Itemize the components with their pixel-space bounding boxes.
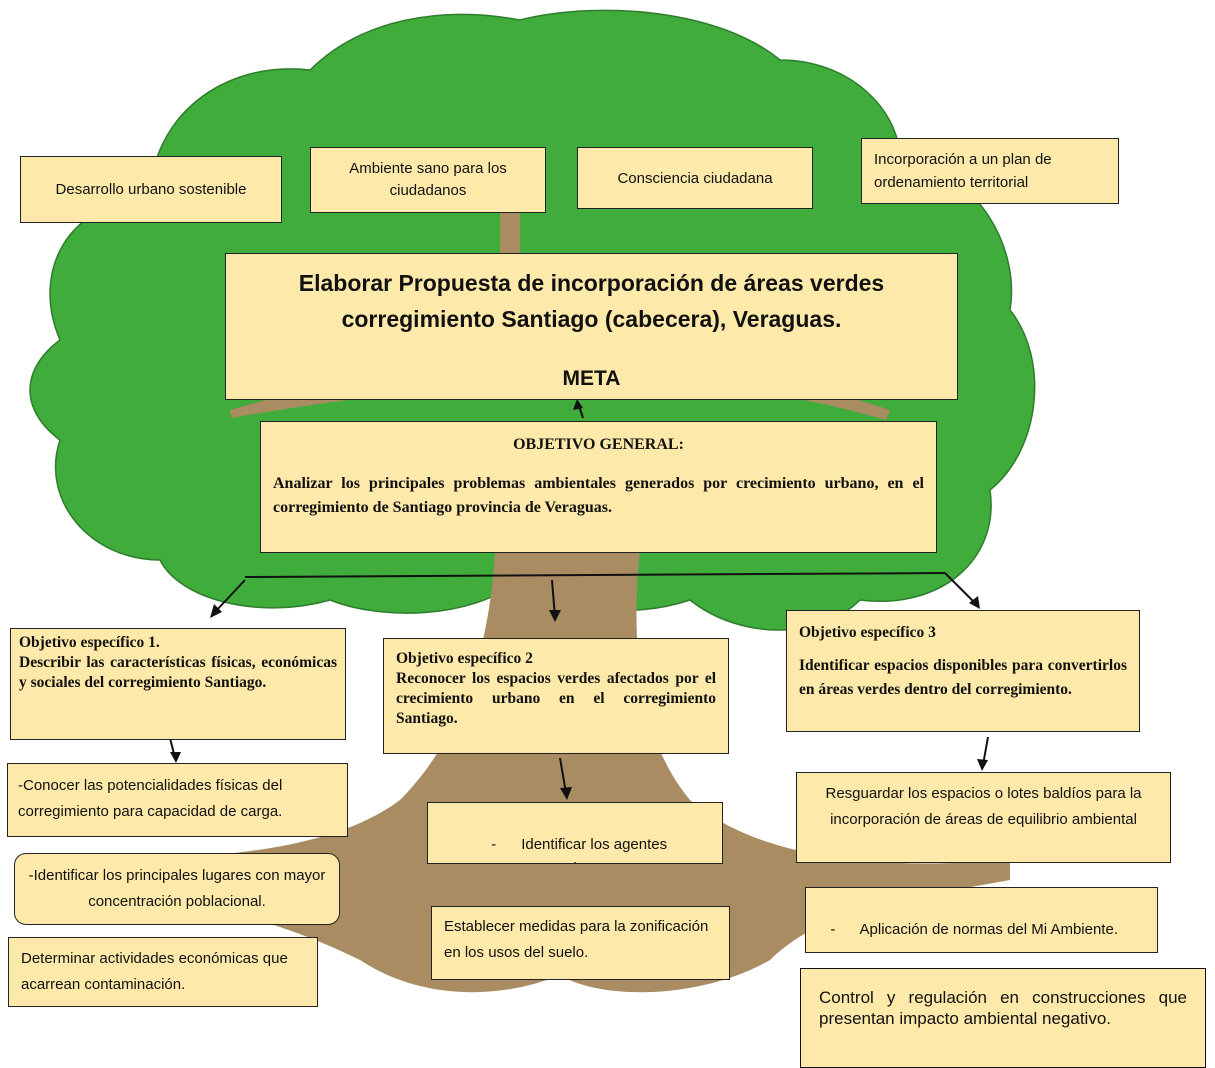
goal-box: Ambiente sano para los ciudadanos [310, 147, 546, 213]
action-text: -Conocer las potencialidades físicas del… [18, 777, 283, 820]
general-objective-box: OBJETIVO GENERAL: Analizar los principal… [260, 421, 937, 553]
arrowhead [977, 759, 988, 771]
action-text: Control y regulación en construcciones q… [819, 988, 1187, 1029]
action-box: - Aplicación de normas del Mi Ambiente. [805, 887, 1158, 953]
goal-text: Consciencia ciudadana [617, 169, 773, 187]
goal-text: Ambiente sano para los ciudadanos [349, 159, 507, 200]
branch-top [500, 200, 520, 260]
meta-box: Elaborar Propuesta de incorporación de á… [225, 253, 958, 400]
action-box: Determinar actividades económicas que ac… [8, 937, 318, 1007]
arrowhead [969, 596, 980, 609]
action-text: Determinar actividades económicas que ac… [21, 950, 288, 993]
arrowhead [170, 752, 181, 763]
specific-objective-text: Identificar espacios disponibles para co… [799, 657, 1127, 698]
goal-text: Incorporación a un plan de ordenamiento … [874, 151, 1052, 191]
specific-objective-text: Describir las características físicas, e… [19, 654, 337, 692]
action-text: -Identificar los principales lugares con… [28, 867, 326, 910]
arrowheads [170, 399, 988, 800]
action-box: -Conocer las potencialidades físicas del… [7, 763, 348, 837]
specific-objective-1: Objetivo específico 1. Describir las car… [10, 628, 346, 740]
action-box: Establecer medidas para la zonificación … [431, 906, 730, 980]
action-box: Control y regulación en construcciones q… [800, 968, 1206, 1068]
action-text: - Aplicación de normas del Mi Ambiente. [830, 921, 1118, 938]
specific-objective-heading: Objetivo específico 2 [396, 650, 533, 667]
meta-title: Elaborar Propuesta de incorporación de á… [298, 270, 885, 332]
meta-label: META [562, 367, 621, 390]
goal-text: Desarrollo urbano sostenible [55, 181, 247, 198]
arrow-to-obj3 [944, 572, 976, 604]
arrow-to-obj1 [214, 579, 246, 613]
action-box: - Identificar los agentes contaminantes. [427, 802, 723, 864]
specific-objective-3: Objetivo específico 3 Identificar espaci… [786, 610, 1140, 732]
action-box: -Identificar los principales lugares con… [14, 853, 340, 925]
arrowhead [549, 610, 561, 622]
specific-objective-heading: Objetivo específico 3 [799, 624, 936, 641]
connector-bar [244, 572, 946, 578]
general-objective-text: Analizar los principales problemas ambie… [273, 475, 924, 516]
goal-box: Consciencia ciudadana [577, 147, 813, 209]
specific-objective-heading: Objetivo específico 1. [19, 634, 160, 651]
action-text: Establecer medidas para la zonificación … [444, 918, 709, 961]
goal-box: Incorporación a un plan de ordenamiento … [861, 138, 1119, 204]
arrowhead [560, 787, 572, 800]
general-objective-heading: OBJETIVO GENERAL: [513, 436, 684, 453]
specific-objective-text: Reconocer los espacios verdes afectados … [396, 670, 716, 728]
action-text: - Identificar los agentes contaminantes. [491, 836, 668, 863]
arrowhead [210, 604, 222, 618]
action-box: Resguardar los espacios o lotes baldíos … [796, 772, 1171, 863]
specific-objective-2: Objetivo específico 2 Reconocer los espa… [383, 638, 729, 754]
goal-box: Desarrollo urbano sostenible [20, 156, 282, 223]
action-text: Resguardar los espacios o lotes baldíos … [825, 785, 1142, 828]
arrow-obj2-down [559, 757, 567, 794]
arrowhead [573, 399, 583, 410]
